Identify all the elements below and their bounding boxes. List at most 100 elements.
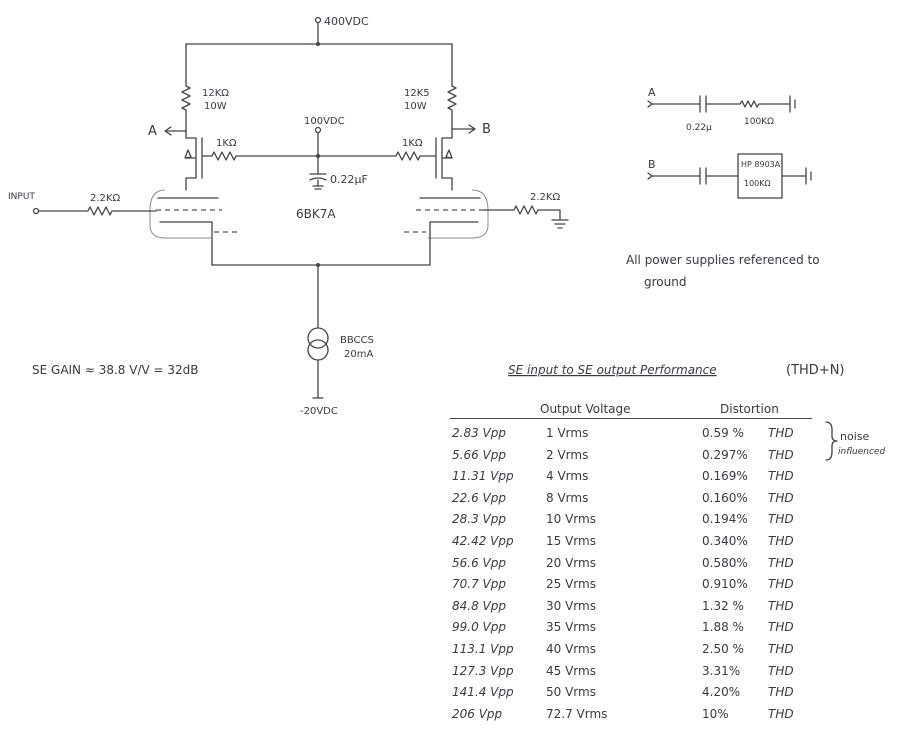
thd-unit-cell: THD <box>768 426 794 440</box>
table-title-suffix: (THD+N) <box>786 363 845 378</box>
vpp-cell: 70.7 Vpp <box>452 577 506 592</box>
supply-wire <box>185 22 453 45</box>
vpp-cell: 22.6 Vpp <box>452 490 506 505</box>
supply-400v-terminal <box>314 16 322 24</box>
junction-dot <box>316 154 320 158</box>
thd-unit-cell: THD <box>768 447 794 462</box>
output-b-arrow <box>451 124 476 134</box>
bypass-capacitor <box>309 173 327 190</box>
thd-unit-cell: THD <box>768 534 794 548</box>
supply-100v-terminal <box>314 126 322 134</box>
output-a-label: A <box>148 124 157 139</box>
ccs-current: 20mA <box>344 349 373 360</box>
thd-cell: 1.88 % <box>702 620 744 635</box>
vpp-cell: 42.42 Vpp <box>452 534 514 548</box>
left-gate-resistor-value: 1KΩ <box>216 138 237 149</box>
vrms-cell: 4 Vrms <box>546 469 589 484</box>
vrms-cell: 25 Vrms <box>546 577 596 592</box>
thd-cell: 10% <box>702 706 729 721</box>
thd-cell: 0.910% <box>702 577 748 592</box>
left-load-resistor-watt: 10W <box>204 101 227 112</box>
right-mosfet-symbol <box>435 129 453 191</box>
output-a-arrow <box>164 126 187 136</box>
vrms-cell: 2 Vrms <box>546 447 589 462</box>
bypass-capacitor-value: 0.22μF <box>330 173 368 186</box>
noise-brace <box>825 421 838 461</box>
vpp-cell: 141.4 Vpp <box>452 685 514 700</box>
thd-unit-cell: THD <box>768 706 794 721</box>
vrms-cell: 30 Vrms <box>546 598 596 613</box>
noise-note-line2: influenced <box>838 447 885 457</box>
thd-cell: 0.59 % <box>702 426 744 440</box>
right-load-resistor-value: 12K5 <box>404 88 430 99</box>
thd-unit-cell: THD <box>768 685 794 700</box>
network-b-label: B <box>648 158 656 171</box>
vpp-cell: 127.3 Vpp <box>452 663 514 678</box>
network-a-res: 100KΩ <box>744 117 774 127</box>
col-output-voltage-header: Output Voltage <box>540 402 631 416</box>
table-header-rule <box>450 418 812 419</box>
thd-unit-cell: THD <box>768 555 794 570</box>
vpp-cell: 99.0 Vpp <box>452 620 506 635</box>
vrms-cell: 40 Vrms <box>546 642 596 656</box>
thd-unit-cell: THD <box>768 598 794 613</box>
thd-cell: 0.194% <box>702 512 748 527</box>
supply-note-line2: ground <box>644 275 686 289</box>
gain-note: SE GAIN ≈ 38.8 V/V = 32dB <box>32 363 199 377</box>
supply-100v-label: 100VDC <box>304 116 345 127</box>
ccs-symbol <box>307 327 329 399</box>
thd-unit-cell: THD <box>768 469 794 484</box>
network-a-cap: 0.22μ <box>686 123 712 133</box>
junction-dot <box>316 42 320 46</box>
supply-400v-label: 400VDC <box>324 15 369 28</box>
thd-cell: 0.340% <box>702 534 748 548</box>
table-title: SE input to SE output Performance <box>508 363 717 377</box>
thd-cell: 1.32 % <box>702 598 744 613</box>
right-grid-resistor <box>483 205 569 229</box>
vpp-cell: 28.3 Vpp <box>452 512 506 527</box>
noise-note-line1: noise <box>840 430 869 443</box>
thd-cell: 0.160% <box>702 490 748 505</box>
left-mosfet-symbol <box>184 130 203 191</box>
left-triode-symbol <box>149 189 238 266</box>
vpp-cell: 2.83 Vpp <box>452 426 506 440</box>
right-load-resistor <box>447 43 457 131</box>
tube-label: 6BK7A <box>296 207 336 221</box>
vpp-cell: 113.1 Vpp <box>452 642 514 656</box>
thd-unit-cell: THD <box>768 490 794 505</box>
supply-note-line1: All power supplies referenced to <box>626 253 820 267</box>
right-gate-resistor <box>317 151 437 161</box>
right-grid-resistor-value: 2.2KΩ <box>530 192 560 203</box>
analyzer-box-res: 100KΩ <box>744 179 771 188</box>
vrms-cell: 45 Vrms <box>546 663 596 678</box>
thd-unit-cell: THD <box>768 663 794 678</box>
vpp-cell: 11.31 Vpp <box>452 469 514 484</box>
right-load-resistor-watt: 10W <box>404 101 427 112</box>
vrms-cell: 50 Vrms <box>546 685 596 700</box>
vpp-cell: 56.6 Vpp <box>452 555 506 570</box>
thd-cell: 0.297% <box>702 447 748 462</box>
left-load-resistor-value: 12KΩ <box>202 88 229 99</box>
cathode-rail <box>211 264 431 329</box>
network-b <box>647 153 812 199</box>
vrms-cell: 1 Vrms <box>546 426 589 440</box>
col-distortion-header: Distortion <box>720 402 779 416</box>
supply-neg20v-label: -20VDC <box>300 406 338 417</box>
thd-cell: 0.169% <box>702 469 748 484</box>
junction-dot <box>316 263 320 267</box>
thd-cell: 2.50 % <box>702 642 744 656</box>
thd-unit-cell: THD <box>768 642 794 656</box>
input-label: INPUT <box>8 192 35 202</box>
network-a-label: A <box>648 86 656 99</box>
thd-unit-cell: THD <box>768 620 794 635</box>
vrms-cell: 8 Vrms <box>546 490 589 505</box>
analyzer-box-name: HP 8903A <box>741 160 781 169</box>
input-grid-resistor-value: 2.2KΩ <box>90 193 120 204</box>
thd-cell: 4.20% <box>702 685 741 700</box>
vpp-cell: 206 Vpp <box>452 706 503 721</box>
right-gate-resistor-value: 1KΩ <box>402 138 423 149</box>
network-a <box>647 95 796 113</box>
vrms-cell: 35 Vrms <box>546 620 596 635</box>
thd-unit-cell: THD <box>768 512 794 527</box>
